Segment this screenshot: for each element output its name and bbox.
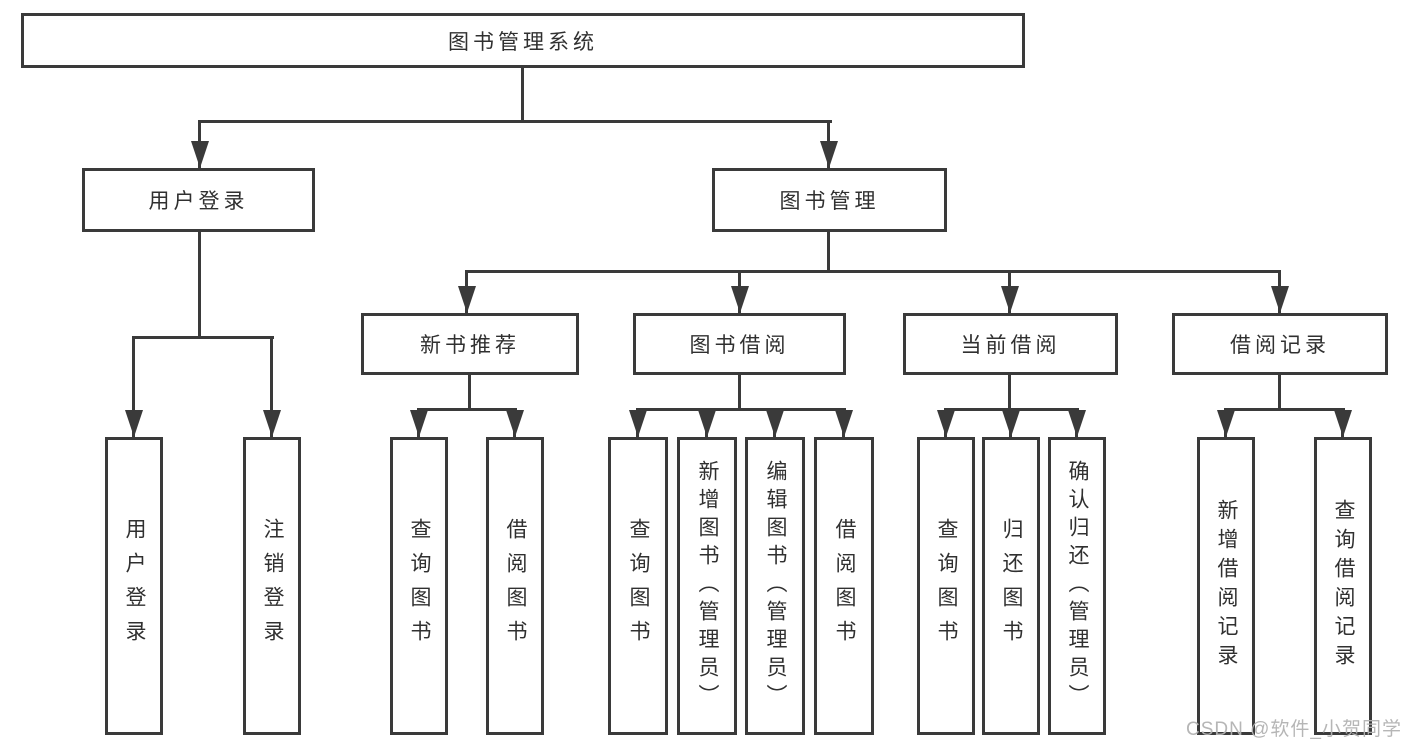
leaf-borrow-books-2-label: 借阅图书 [833, 518, 856, 654]
leaf-return-books: 归还图书 [982, 437, 1040, 735]
watermark: CSDN @软件_小贺同学 [1186, 719, 1402, 740]
leaf-query-books-3: 查询图书 [917, 437, 975, 735]
leaf-edit-books-admin: 编辑图书（管理员） [745, 437, 805, 735]
arrow-down-icon [1002, 410, 1020, 437]
leaf-query-books-1-label: 查询图书 [408, 518, 431, 654]
leaf-add-books-admin: 新增图书（管理员） [677, 437, 737, 735]
connector-line [198, 120, 832, 123]
arrow-down-icon [820, 141, 838, 168]
connector-line [1224, 408, 1345, 411]
leaf-borrow-books-2: 借阅图书 [814, 437, 874, 735]
arrow-down-icon [835, 410, 853, 437]
leaf-borrow-books-1-label: 借阅图书 [504, 518, 527, 654]
connector-line [1008, 375, 1011, 408]
connector-line [198, 232, 201, 336]
connector-line [1278, 375, 1281, 408]
leaf-user-login-label: 用户登录 [123, 518, 146, 654]
arrow-down-icon [506, 410, 524, 437]
leaf-query-books-3-label: 查询图书 [935, 518, 958, 654]
leaf-return-books-label: 归还图书 [1000, 518, 1023, 654]
node-borrowing-records: 借阅记录 [1172, 313, 1388, 375]
node-current-borrowing-label: 当前借阅 [960, 334, 1061, 357]
leaf-logout-login-label: 注销登录 [261, 518, 284, 654]
connector-line [827, 232, 830, 270]
connector-line [738, 375, 741, 408]
node-book-management-label: 图书管理 [779, 190, 880, 213]
connector-line [521, 68, 524, 123]
node-current-borrowing: 当前借阅 [903, 313, 1118, 375]
leaf-edit-books-admin-label: 编辑图书（管理员） [764, 460, 787, 712]
leaf-query-books-2-label: 查询图书 [627, 518, 650, 654]
node-book-management: 图书管理 [712, 168, 947, 232]
node-root: 图书管理系统 [21, 13, 1025, 68]
leaf-confirm-return-admin-label: 确认归还（管理员） [1066, 460, 1089, 712]
connector-line [270, 336, 273, 437]
leaf-user-login: 用户登录 [105, 437, 163, 735]
leaf-borrow-books-1: 借阅图书 [486, 437, 544, 735]
leaf-query-borrow-record: 查询借阅记录 [1314, 437, 1372, 735]
arrow-down-icon [191, 141, 209, 168]
connector-line [132, 336, 135, 437]
arrow-down-icon [1217, 410, 1235, 437]
arrow-down-icon [731, 286, 749, 313]
arrow-down-icon [1334, 410, 1352, 437]
connector-line [636, 408, 846, 411]
node-book-borrowing: 图书借阅 [633, 313, 846, 375]
leaf-logout-login: 注销登录 [243, 437, 301, 735]
leaf-add-borrow-record: 新增借阅记录 [1197, 437, 1255, 735]
leaf-confirm-return-admin: 确认归还（管理员） [1048, 437, 1106, 735]
arrow-down-icon [458, 286, 476, 313]
connector-line [468, 375, 471, 408]
connector-line [417, 408, 517, 411]
leaf-query-books-1: 查询图书 [390, 437, 448, 735]
arrow-down-icon [698, 410, 716, 437]
node-borrowing-records-label: 借阅记录 [1230, 334, 1330, 357]
arrow-down-icon [629, 410, 647, 437]
arrow-down-icon [1068, 410, 1086, 437]
node-user-login: 用户登录 [82, 168, 315, 232]
connector-line [465, 270, 1281, 273]
arrow-down-icon [766, 410, 784, 437]
arrow-down-icon [1001, 286, 1019, 313]
node-new-book-recommend-label: 新书推荐 [420, 334, 520, 357]
arrow-down-icon [1271, 286, 1289, 313]
node-user-login-label: 用户登录 [148, 190, 249, 213]
arrow-down-icon [263, 410, 281, 437]
node-new-book-recommend: 新书推荐 [361, 313, 579, 375]
leaf-query-borrow-record-label: 查询借阅记录 [1332, 499, 1355, 673]
leaf-query-books-2: 查询图书 [608, 437, 668, 735]
leaf-add-borrow-record-label: 新增借阅记录 [1215, 499, 1238, 673]
arrow-down-icon [937, 410, 955, 437]
leaf-add-books-admin-label: 新增图书（管理员） [696, 460, 719, 712]
arrow-down-icon [125, 410, 143, 437]
node-book-borrowing-label: 图书借阅 [689, 334, 790, 357]
arrow-down-icon [410, 410, 428, 437]
node-root-label: 图书管理系统 [448, 30, 598, 54]
connector-line [132, 336, 274, 339]
